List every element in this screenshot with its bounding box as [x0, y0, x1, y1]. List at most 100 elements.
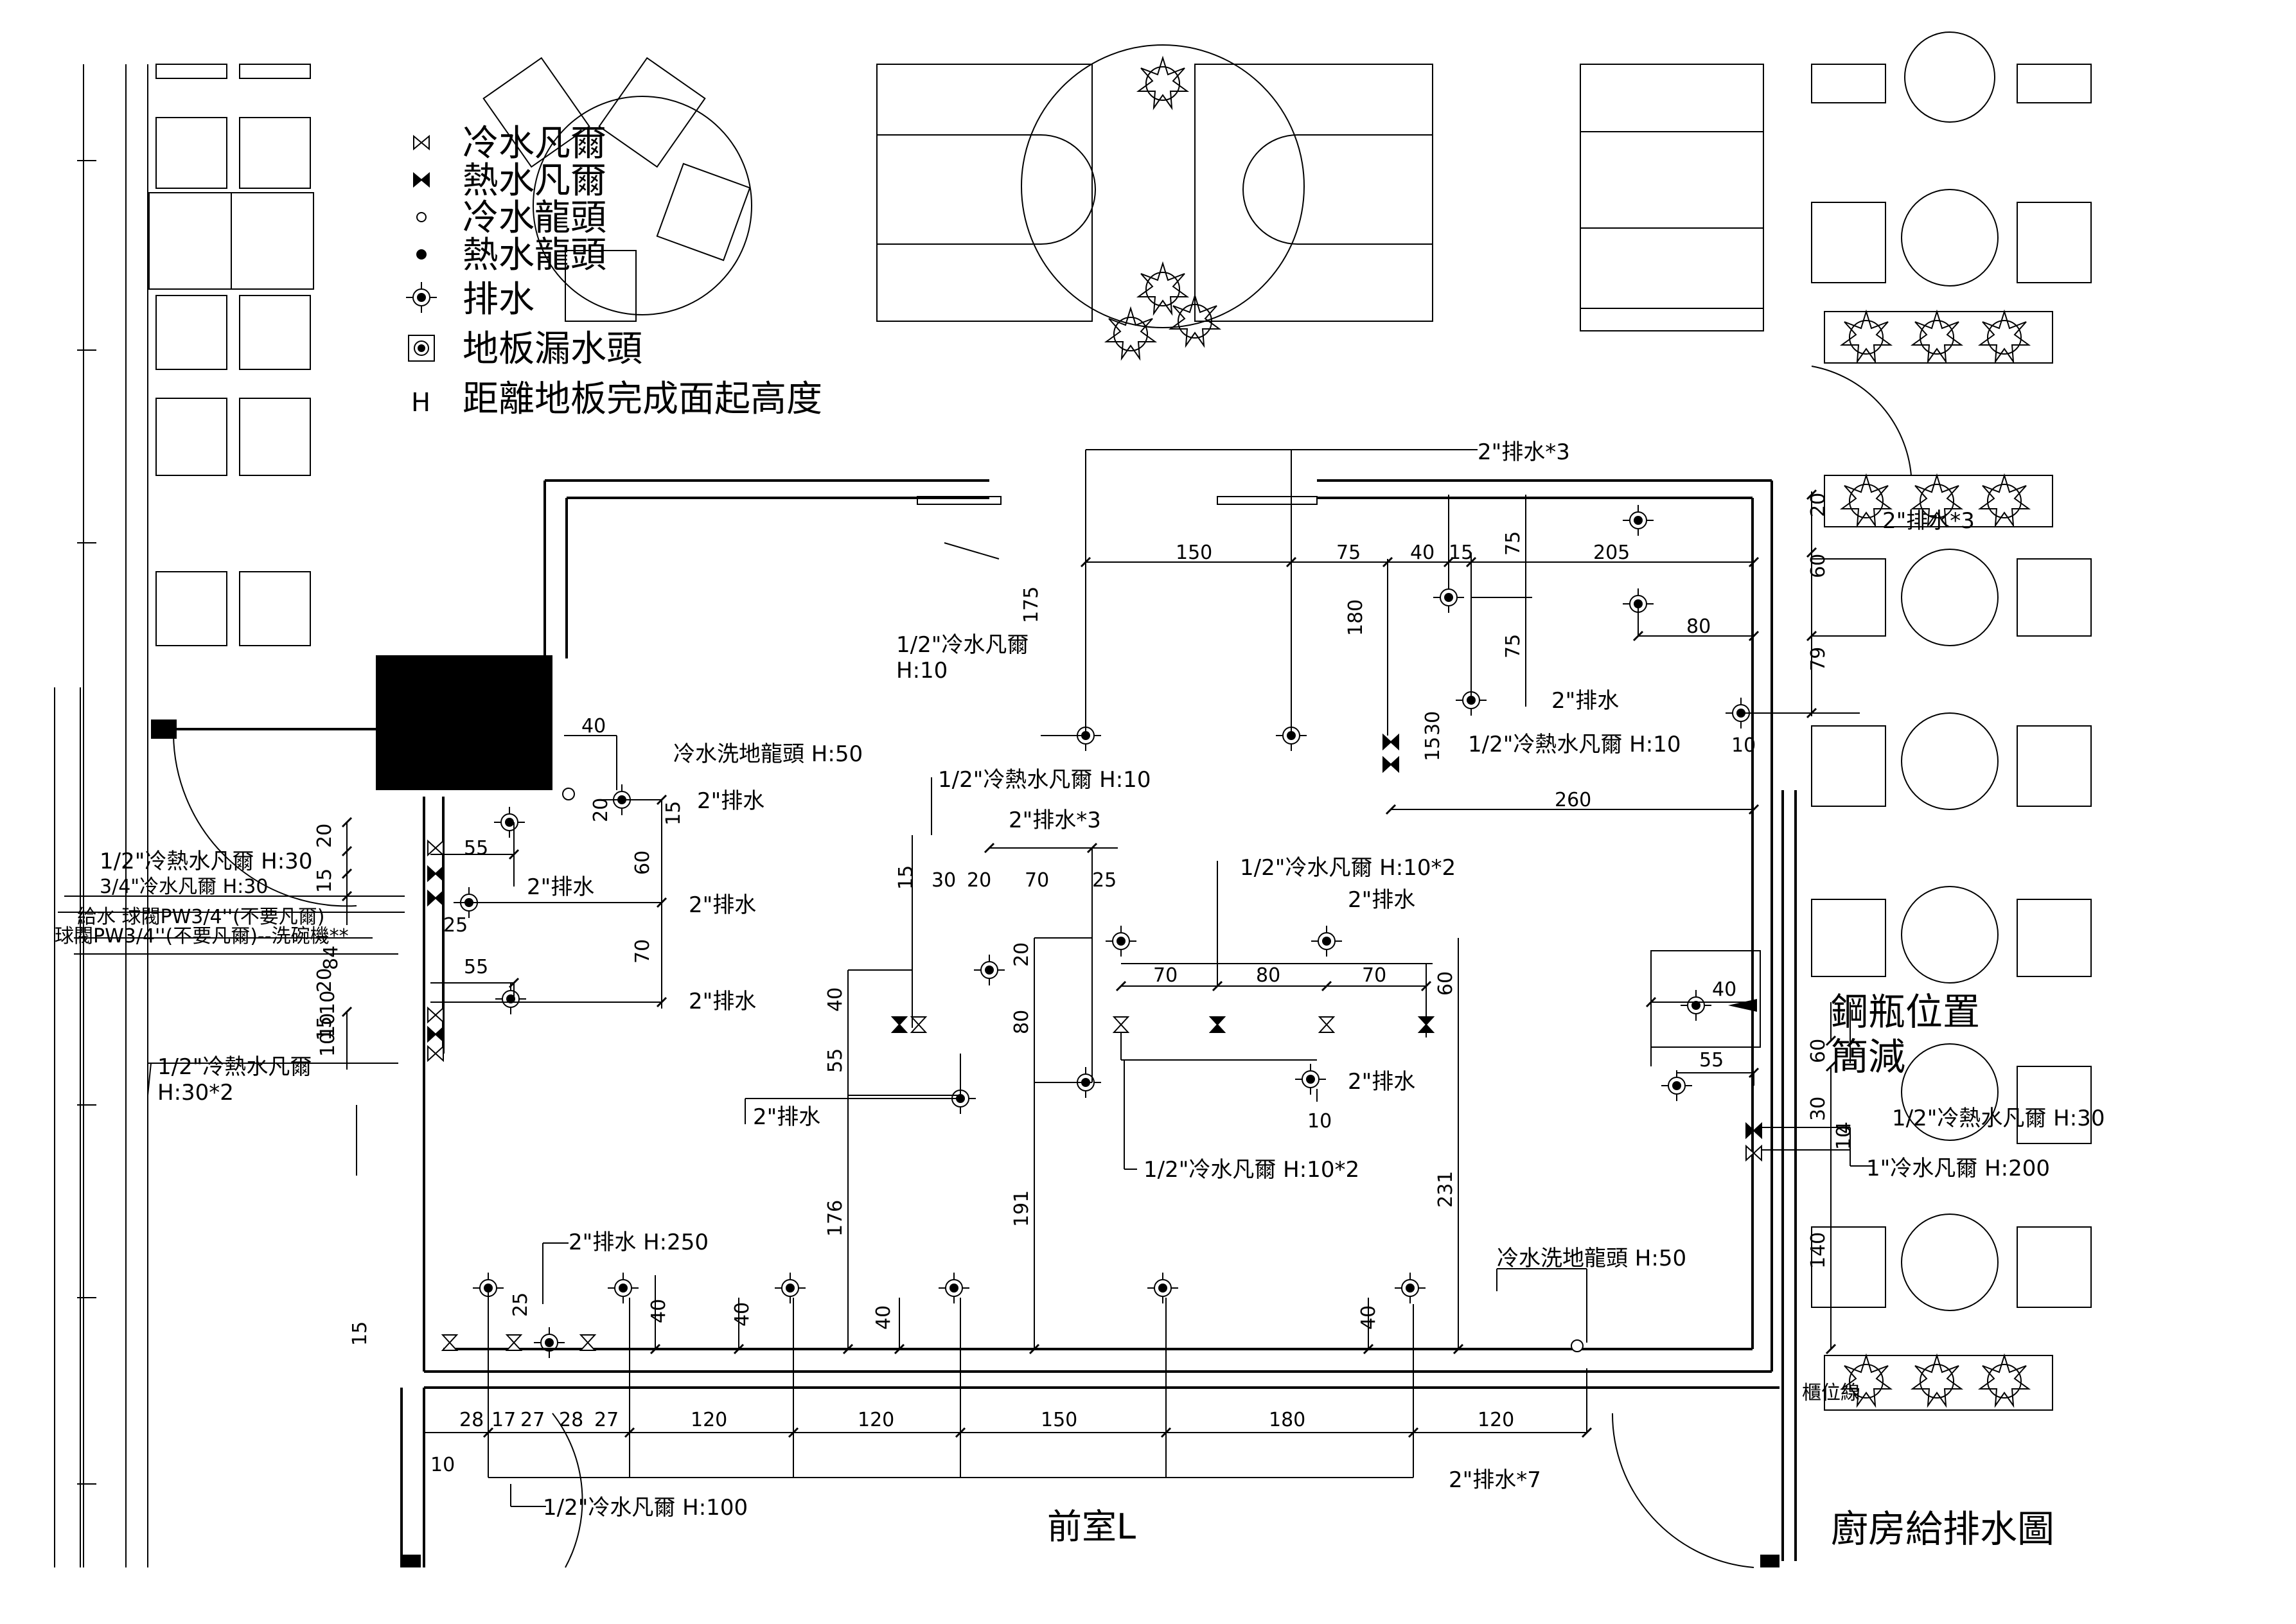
dim-value: 55 [464, 837, 488, 860]
dim-value: 231 [1435, 1171, 1457, 1208]
annotation-label: 球閥PW3/4''(不要凡爾)--洗碗機** [55, 925, 349, 948]
dim-value: 75 [1502, 634, 1524, 658]
dim-value: 120 [858, 1409, 894, 1431]
dim-value: 20 [313, 968, 336, 993]
annotation-label: 1/2"冷熱水凡爾 H:30 [1892, 1106, 2105, 1131]
dim-value: 15 [349, 1321, 371, 1346]
annotation-label: 2"排水*3 [1478, 439, 1570, 465]
furniture-left [54, 64, 314, 1567]
annotations: 2"排水*3 2"排水*3 1/2"冷水凡爾 H:10 2"排水 1/2"冷熱水… [55, 439, 2105, 1521]
dim-value: 40 [1410, 542, 1435, 564]
dim-value: 40 [1712, 978, 1736, 1001]
annotation-label: 給水 球閥PW3/4''(不要凡爾) [77, 906, 324, 928]
dim-value: 60 [1435, 971, 1457, 996]
legend-label: 冷水凡爾 [463, 123, 606, 164]
dim-value: 17 [491, 1409, 516, 1431]
room-label: 前室L [1047, 1506, 1136, 1547]
dim-value: 70 [1362, 964, 1386, 987]
legend: 冷水凡爾 熱水凡爾 冷水龍頭 熱水龍頭 排水 地板漏水頭 H 距離地板完成面起高… [405, 123, 822, 420]
dim-value: 40 [581, 715, 606, 737]
legend-h-icon: H [411, 388, 430, 418]
dim-value: 20 [967, 869, 991, 892]
column-bl [402, 1555, 421, 1567]
legend-hot-valve-icon [413, 172, 430, 188]
column-br [1760, 1555, 1779, 1567]
overlay-note-line2: 簡減 [1831, 1035, 1905, 1079]
annotation-label: 2"排水 H:250 [569, 1230, 709, 1255]
dim-value: 80 [1011, 1010, 1033, 1034]
legend-label: 排水 [463, 279, 534, 321]
dim-value: 25 [509, 1293, 532, 1317]
annotation-label: H:10 [896, 658, 948, 684]
dim-value: 180 [1345, 599, 1367, 636]
dim-value: 191 [1011, 1190, 1033, 1227]
annotation-label: 冷水洗地龍頭 H:50 [673, 741, 863, 767]
dim-value: 40 [1357, 1305, 1380, 1330]
dim-value: 30 [1807, 1097, 1830, 1121]
legend-label: 地板漏水頭 [463, 328, 642, 370]
legend-label: 距離地板完成面起高度 [463, 378, 822, 420]
dim-value: 70 [631, 939, 654, 964]
annotation-label: 冷水洗地龍頭 H:50 [1497, 1246, 1686, 1271]
dim-value: 40 [824, 987, 847, 1012]
dim-value: 60 [631, 851, 654, 875]
dim-value: 15 [313, 1016, 336, 1041]
dim-value: 55 [1699, 1049, 1724, 1072]
annotation-label: 2"排水 [689, 892, 756, 918]
dim-value: 175 [1020, 587, 1043, 623]
dim-value: 10 [1833, 1125, 1855, 1150]
annotation-label: 2"排水 [697, 788, 764, 814]
dim-value: 30 [1422, 711, 1444, 736]
dim-value: 55 [824, 1048, 847, 1073]
dim-value: 4 [1833, 1122, 1855, 1134]
dim-value: 10 [317, 1013, 339, 1037]
dim-value: 260 [1555, 789, 1591, 811]
dim-value: 27 [594, 1409, 619, 1431]
legend-hot-faucet-icon [416, 249, 427, 260]
dim-value: 28 [559, 1409, 583, 1431]
annotation-label: 3/4"冷水凡爾 H:30 [100, 876, 268, 898]
dim-value: 180 [1269, 1409, 1305, 1431]
dimension-values: 150 75 40 15 75 205 80 75 20 60 79 180 1… [313, 493, 1855, 1476]
dim-value: 20 [590, 798, 612, 822]
annotation-label: 1/2"冷熱水凡爾 H:10 [1468, 732, 1681, 757]
dim-value: 75 [1336, 542, 1361, 564]
door-swings [172, 496, 1754, 1568]
dim-value: 40 [648, 1299, 670, 1323]
annotation-label: 1/2"冷水凡爾 [896, 632, 1029, 658]
booth-seating [876, 44, 1433, 359]
dim-value: 27 [520, 1409, 545, 1431]
dim-value: 120 [691, 1409, 727, 1431]
dim-value: 15 [313, 869, 336, 893]
dim-value: 140 [1807, 1232, 1830, 1269]
dim-value: 10 [1307, 1110, 1332, 1133]
dim-value: 10 [1731, 734, 1756, 757]
annotation-label: 2"排水 [753, 1104, 820, 1130]
dim-value: 84 [320, 946, 342, 970]
dim-value: 10 [430, 1454, 455, 1476]
equipment-block [376, 655, 552, 790]
dim-value: 28 [459, 1409, 484, 1431]
annotation-label: 1/2"冷熱水凡爾 H:30 [100, 849, 312, 874]
legend-label: 熱水龍頭 [463, 234, 606, 276]
dim-value: 15 [1449, 542, 1473, 564]
dim-value: 40 [872, 1305, 895, 1330]
annotation-label: H:30*2 [157, 1080, 234, 1106]
dim-value: 40 [731, 1302, 754, 1327]
dim-value: 79 [1807, 647, 1830, 671]
annotation-label: 2"排水*3 [1882, 508, 1975, 534]
dim-value: 120 [1478, 1409, 1514, 1431]
dim-value: 80 [1256, 964, 1280, 987]
dim-value: 20 [1807, 493, 1830, 517]
legend-label: 冷水龍頭 [463, 197, 606, 239]
drawing-title: 廚房給排水圖 [1831, 1507, 2054, 1551]
dim-value: 20 [313, 824, 336, 848]
legend-cold-valve-icon [413, 134, 430, 151]
annotation-label: 櫃位線 [1802, 1382, 1860, 1404]
dim-value: 15 [895, 865, 917, 890]
annotation-label: 2"排水 [689, 989, 756, 1014]
dim-value: 10 [317, 991, 339, 1015]
annotation-label: 2"排水 [1348, 1069, 1415, 1095]
overlay-note-line1: 鋼瓶位置 [1831, 990, 1980, 1034]
